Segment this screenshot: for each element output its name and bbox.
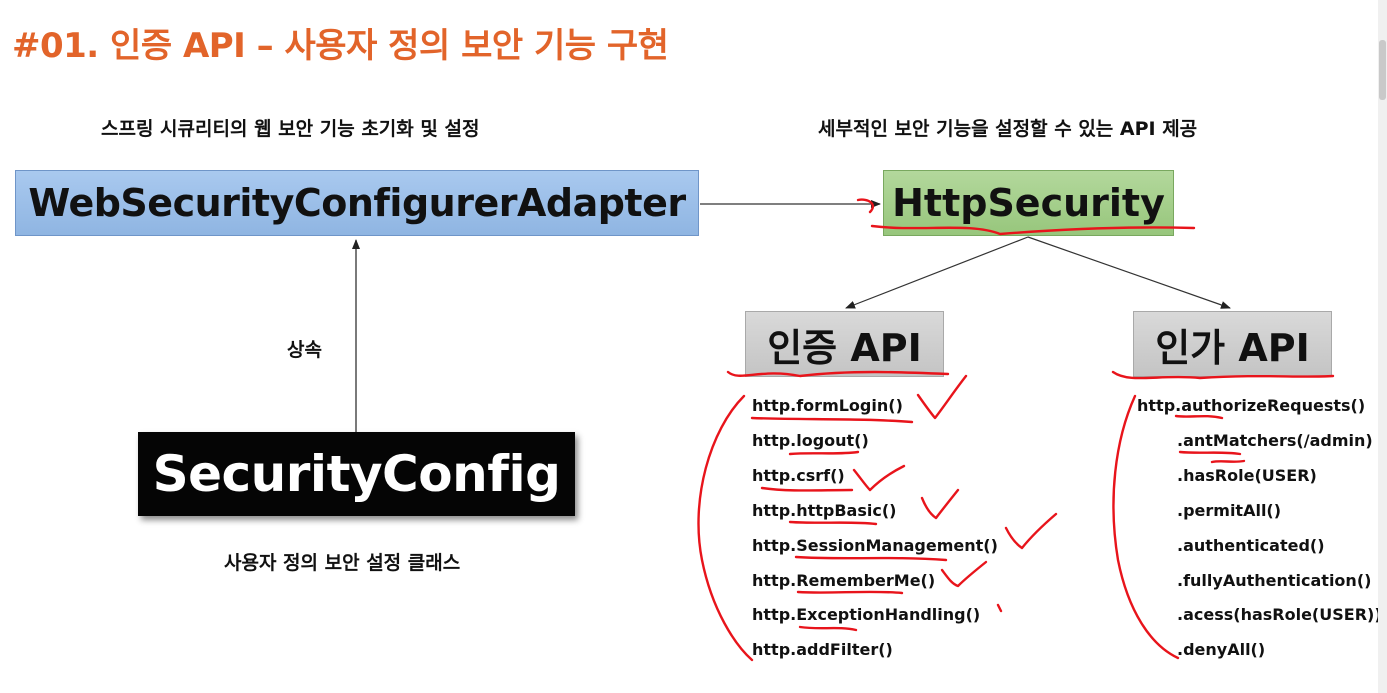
http-security-underline — [856, 198, 1196, 236]
auth-method-logout: http.logout() — [752, 431, 869, 450]
window-scrollbar-thumb[interactable] — [1379, 40, 1386, 100]
authz-method-deny-all: .denyAll() — [1177, 640, 1266, 659]
security-config-box: SecurityConfig — [138, 432, 575, 516]
slide-title: #01. 인증 API – 사용자 정의 보안 기능 구현 — [12, 26, 669, 66]
has-role-underline — [1210, 459, 1246, 464]
check-mark-4 — [1004, 512, 1058, 550]
check-mark-3 — [920, 488, 960, 520]
logout-underline — [788, 450, 860, 456]
stray-dot — [996, 603, 1003, 613]
remember-me-underline — [796, 590, 904, 595]
window-scrollbar[interactable] — [1378, 0, 1387, 693]
authz-method-authenticated: .authenticated() — [1177, 536, 1325, 555]
authz-bracket — [1112, 394, 1180, 660]
authz-api-underline — [1111, 370, 1335, 380]
auth-method-remember-me: http.RememberMe() — [752, 571, 936, 590]
authorization-api-box: 인가 API — [1133, 311, 1332, 377]
authz-method-authorize-requests: http.authorizeRequests() — [1137, 396, 1366, 415]
csrf-underline — [760, 486, 854, 492]
http-to-authz-arrow — [1027, 236, 1231, 309]
ant-matchers-underline — [1178, 450, 1242, 456]
security-config-description: 사용자 정의 보안 설정 클래스 — [224, 552, 461, 574]
form-login-underline — [750, 416, 914, 424]
auth-method-add-filter: http.addFilter() — [752, 640, 893, 659]
authentication-api-box: 인증 API — [745, 311, 944, 377]
wsca-description: 스프링 시큐리티의 웹 보안 기능 초기화 및 설정 — [101, 118, 480, 140]
http-to-auth-arrow — [845, 236, 1029, 309]
authz-method-fully-authentication: .fullyAuthentication() — [1177, 571, 1372, 590]
authorize-requests-underline — [1174, 414, 1224, 420]
authz-method-ant-matchers: .antMatchers(/admin) — [1177, 431, 1373, 450]
inheritance-label: 상속 — [287, 339, 322, 361]
check-mark-1 — [916, 374, 968, 420]
add-filter-underline — [798, 625, 858, 632]
auth-method-csrf: http.csrf() — [752, 466, 845, 485]
auth-api-underline — [726, 370, 950, 378]
session-management-underline — [794, 555, 948, 562]
check-mark-2 — [852, 464, 906, 492]
http-basic-underline — [788, 520, 878, 526]
auth-method-http-basic: http.httpBasic() — [752, 501, 897, 520]
authz-method-permit-all: .permitAll() — [1177, 501, 1282, 520]
http-security-description: 세부적인 보안 기능을 설정할 수 있는 API 제공 — [818, 118, 1198, 140]
web-security-configurer-adapter-box: WebSecurityConfigurerAdapter — [15, 170, 699, 236]
auth-method-form-login: http.formLogin() — [752, 396, 903, 415]
auth-bracket — [697, 394, 754, 662]
authz-method-has-role: .hasRole(USER) — [1177, 466, 1317, 485]
http-security-box: HttpSecurity — [883, 170, 1174, 236]
check-mark-5 — [940, 560, 988, 588]
authz-method-access: .acess(hasRole(USER)) — [1177, 605, 1382, 624]
auth-method-session-management: http.SessionManagement() — [752, 536, 998, 555]
auth-method-exception-handling: http.ExceptionHandling() — [752, 605, 981, 624]
